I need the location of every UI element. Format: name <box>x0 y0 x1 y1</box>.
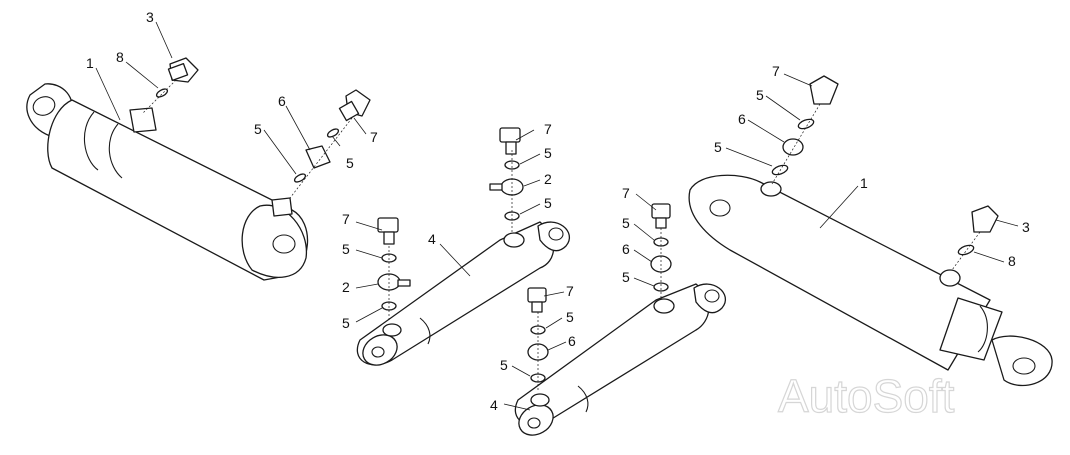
callout-label: 5 <box>342 315 350 331</box>
callout-label: 6 <box>568 333 576 349</box>
callout-label: 1 <box>860 175 868 191</box>
callout-label: 5 <box>544 195 552 211</box>
callout-label: 3 <box>1022 219 1030 235</box>
callout-label: 7 <box>772 63 780 79</box>
callout-label: 7 <box>342 211 350 227</box>
callout-label: 5 <box>714 139 722 155</box>
callout-label: 5 <box>500 357 508 373</box>
callout-label: 4 <box>490 397 498 413</box>
cylinder-large-left <box>26 83 309 281</box>
callout-label: 5 <box>756 87 764 103</box>
callout-label: 5 <box>566 309 574 325</box>
callout-label: 7 <box>622 185 630 201</box>
callout-label: 7 <box>566 283 574 299</box>
watermark: AutoSoft <box>778 370 955 422</box>
callout-label: 5 <box>346 155 354 171</box>
callout-label: 6 <box>278 93 286 109</box>
callout-label: 5 <box>254 121 262 137</box>
fitting-set-left <box>141 57 371 199</box>
callout-label: 2 <box>544 171 552 187</box>
callout-label: 7 <box>370 129 378 145</box>
callout-label: 2 <box>342 279 350 295</box>
callout-label: 6 <box>622 241 630 257</box>
cylinder-large-right <box>688 174 1053 387</box>
callout-label: 5 <box>342 241 350 257</box>
fitting-set-middle <box>377 127 524 322</box>
callout-label: 6 <box>738 111 746 127</box>
callout-labels: 3 8 1 6 5 5 7 7 5 2 5 4 7 5 2 5 7 5 6 5 … <box>86 9 1030 413</box>
callout-label: 7 <box>544 121 552 137</box>
callout-label: 5 <box>622 269 630 285</box>
callout-label: 5 <box>544 145 552 161</box>
callout-label: 3 <box>146 9 154 25</box>
leader-lines <box>95 21 1019 411</box>
callout-label: 1 <box>86 55 94 71</box>
fitting-set-right <box>527 203 672 392</box>
fitting-set-far-right <box>771 75 999 271</box>
cylinder-small-right <box>514 283 727 436</box>
cylinder-small-middle <box>356 221 571 366</box>
callout-label: 8 <box>116 49 124 65</box>
callout-label: 5 <box>622 215 630 231</box>
callout-label: 8 <box>1008 253 1016 269</box>
callout-label: 4 <box>428 231 436 247</box>
